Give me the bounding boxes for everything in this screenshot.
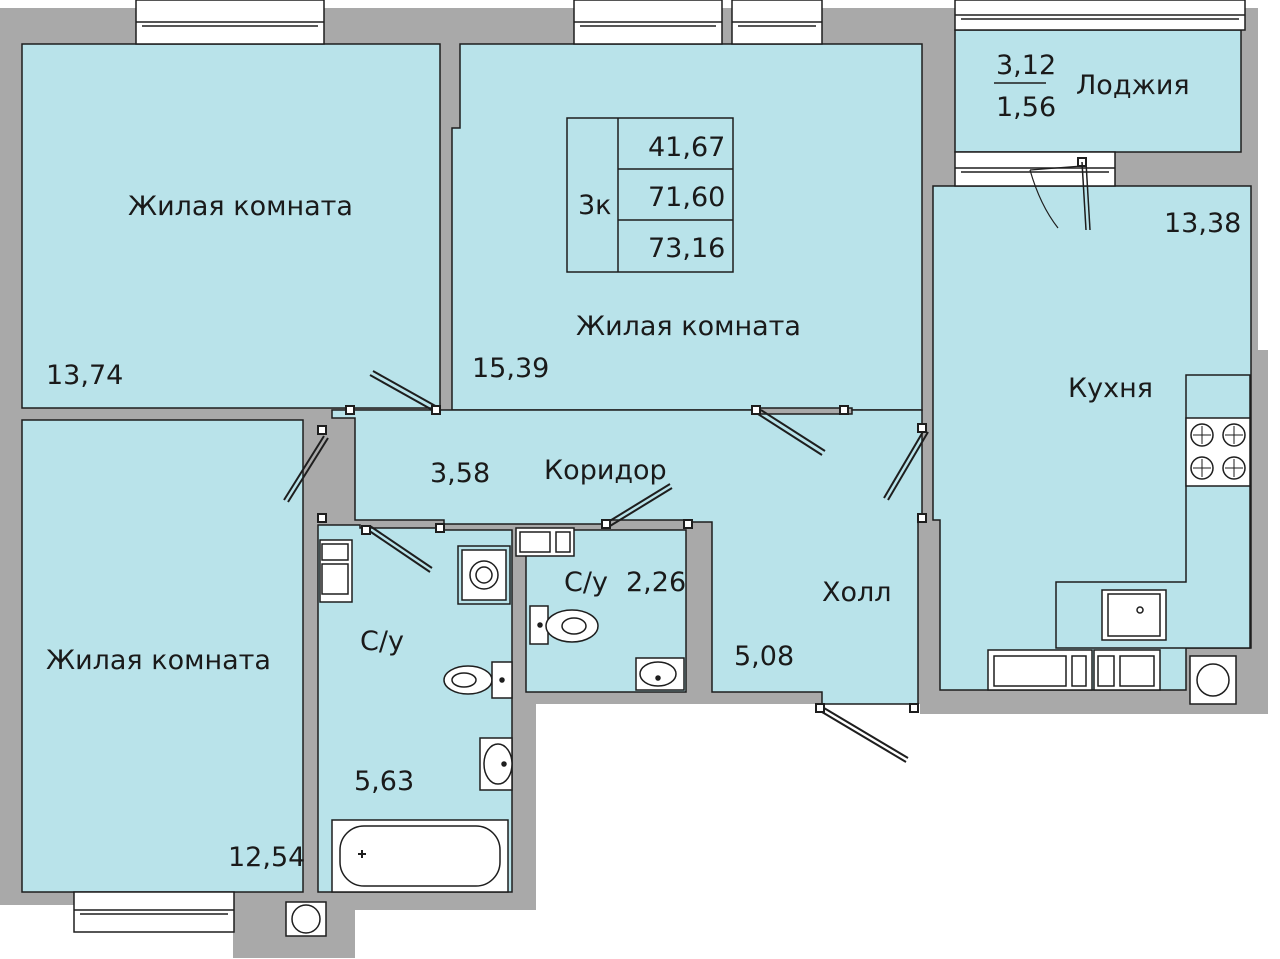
hall-area: 5,08 [734,641,794,672]
bedroom-sw-label: Жилая комната [46,645,271,676]
door-kitchen [883,423,929,523]
floor-bedroom-sw [21,419,304,893]
toilet-small-icon [529,605,599,645]
room-labels: Жилая комната 13,74 Жилая комната 15,39 … [46,191,1241,873]
bathroom-small-label: С/у [564,567,608,598]
kitchen-sink-icon [1101,589,1167,641]
summary-total-with-loggia: 73,16 [648,233,725,264]
bedroom-nw-label: Жилая комната [128,191,353,222]
door-bedroom-sw [283,425,329,523]
hall-label: Холл [822,577,892,608]
window-bedroom-n-right [731,0,823,45]
sink-icon [479,737,513,791]
loggia-label-group: 3,12 1,56 Лоджия [994,50,1190,123]
summary-total-area: 71,60 [648,182,725,213]
corridor-area: 3,58 [430,458,490,489]
floor-kitchen [932,185,1252,691]
cabinet-icon [319,539,353,603]
door-bedroom-n [751,405,849,456]
bathtub-icon [331,819,509,893]
loggia-area-reduced: 1,56 [996,92,1056,123]
window-kitchen [954,151,1116,187]
summary-rooms: 3к [578,190,612,221]
summary-living-area: 41,67 [648,132,725,163]
window-bedroom-sw [73,891,235,933]
corridor-label: Коридор [544,455,667,486]
window-bedroom-nw [135,0,325,45]
floor-corridor-hall [331,409,923,705]
doors [283,157,1091,763]
wardrobe-icon [987,649,1093,691]
boiler-icon-kitchen [1189,655,1237,705]
door-bathroom-large [361,523,445,573]
bathroom-large-area: 5,63 [354,766,414,797]
door-balcony [1029,157,1091,231]
bathroom-small-area: 2,26 [626,567,686,598]
door-bedroom-nw [345,370,441,415]
bathroom-large-label: С/у [360,626,404,657]
washing-machine-icon [457,545,511,605]
fridge-icon [1093,649,1161,691]
bedroom-sw-area: 12,54 [228,842,305,873]
boiler-icon-bedroom [285,901,327,937]
toilet-icon [443,661,513,699]
bedroom-n-area: 15,39 [472,353,549,384]
windows [73,0,1246,933]
loggia-label: Лоджия [1076,70,1190,101]
shelves-icon [515,527,575,557]
stove-icon [1185,417,1251,487]
window-bedroom-n-left [573,0,723,45]
bedroom-nw-area: 13,74 [46,360,123,391]
sink-small-icon [635,657,685,691]
window-loggia [954,0,1246,31]
kitchen-label: Кухня [1068,373,1153,404]
summary-table: 3к 41,67 71,60 73,16 [566,117,734,273]
door-bathroom-small [601,483,693,529]
bedroom-n-label: Жилая комната [576,311,801,342]
floor-bedroom-nw [21,43,441,409]
loggia-area-full: 3,12 [996,50,1056,81]
fixtures [285,374,1251,937]
kitchen-area: 13,38 [1164,208,1241,239]
door-entrance [815,703,919,763]
floors [21,29,1252,893]
